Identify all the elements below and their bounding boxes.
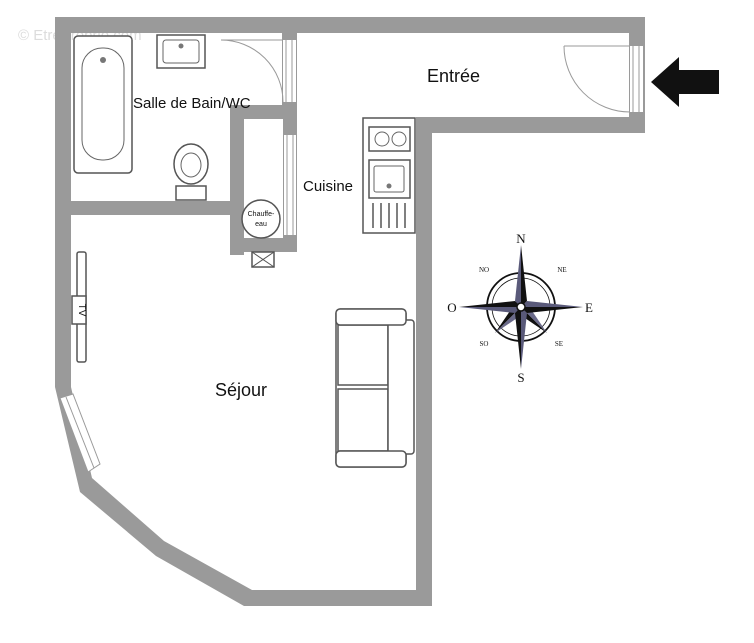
compass-so: SO <box>480 340 489 348</box>
toilet <box>173 143 209 201</box>
compass-ne: NE <box>557 266 566 274</box>
compass-n: N <box>516 231 526 246</box>
sink <box>156 34 206 69</box>
entrance-arrow-icon <box>651 57 719 107</box>
compass-e: E <box>585 300 593 315</box>
compass-se: SE <box>555 340 563 348</box>
electrical-panel-icon <box>251 251 275 268</box>
room-label-entry: Entrée <box>427 66 480 86</box>
svg-text:eau: eau <box>255 221 267 228</box>
doors <box>59 39 643 473</box>
svg-text:TV: TV <box>76 304 87 317</box>
compass-o: O <box>447 300 456 315</box>
svg-text:Chauffe-: Chauffe- <box>248 211 275 218</box>
compass-no: NO <box>479 266 489 274</box>
sofa <box>335 308 415 468</box>
room-label-living: Séjour <box>215 380 267 400</box>
kitchenette <box>362 117 416 234</box>
compass-rose-icon <box>459 245 583 369</box>
bathtub <box>73 35 133 174</box>
water-heater: Chauffe- eau <box>241 199 281 239</box>
room-label-bathroom: Salle de Bain/WC <box>133 95 251 112</box>
compass-s: S <box>517 370 524 385</box>
tv-unit: TV <box>71 251 87 363</box>
room-label-kitchen: Cuisine <box>303 178 353 195</box>
